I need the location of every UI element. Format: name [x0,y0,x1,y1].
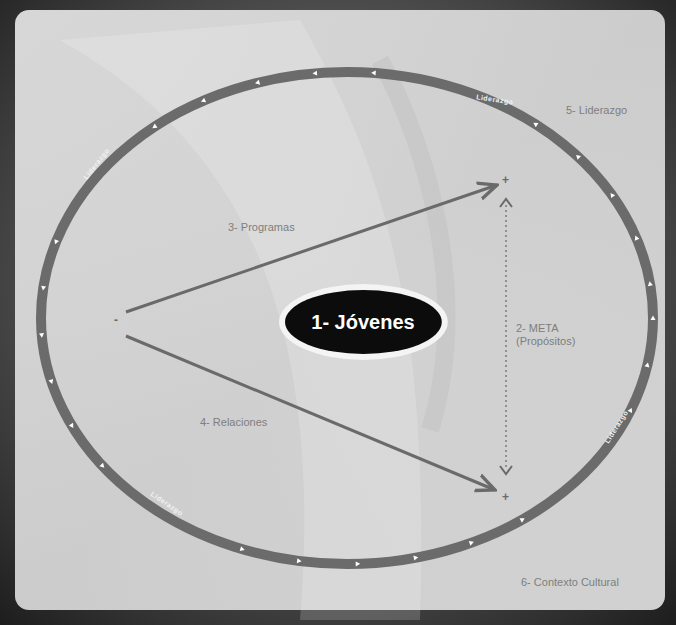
section-label: 2- META (Propósitos) [516,322,588,348]
ring-arrow [532,121,538,128]
plus-sign: + [502,491,509,504]
ring-arrow [48,379,54,385]
ring-arrow [240,546,246,552]
ring-arrow [609,192,616,199]
ring-arrow [469,540,475,546]
photo-shape [380,60,446,430]
ring-arrow [200,98,206,104]
goal-arrowhead [500,466,512,474]
section-label: 5- Liderazgo [566,104,627,117]
ring-arrow [53,239,59,245]
section-label: 3- Programas [228,221,295,234]
ring-arrow [254,80,260,86]
ring-arrow [39,333,44,338]
relations-arrow [126,336,495,490]
goal-arrowhead [500,199,512,207]
ring-arrow [633,235,639,241]
ring-text: Liderazgo [82,147,111,182]
ring-arrow [40,286,46,291]
ring-arrow [520,516,526,523]
ring-arrow [644,362,650,368]
ring-text: Liderazgo [149,490,185,518]
ring-arrow [69,423,76,429]
ring-arrow [297,558,302,564]
ring-arrow [99,463,106,470]
ring-arrow [151,124,158,131]
leadership-ring [41,72,653,564]
ring-arrow [574,153,581,160]
ring-text: Liderazgo [603,409,630,445]
minus-sign: - [114,314,118,327]
ring-arrow [647,281,653,286]
ring-arrow [371,70,376,75]
node-title: 1- Jóvenes [311,310,414,334]
ring-arrow [413,555,418,561]
section-label: 4- Relaciones [200,416,267,429]
photo-shape [60,20,421,620]
goal-dotted-line [505,205,507,468]
plus-sign: + [502,174,509,187]
section-label: 6- Contexto Cultural [521,576,619,589]
ring-arrow [312,71,317,76]
ring-arrow [356,561,361,566]
central-oval: 1- Jóvenes [278,283,449,361]
ring-arrow [651,316,656,321]
ring-text: Liderazgo [476,93,514,106]
